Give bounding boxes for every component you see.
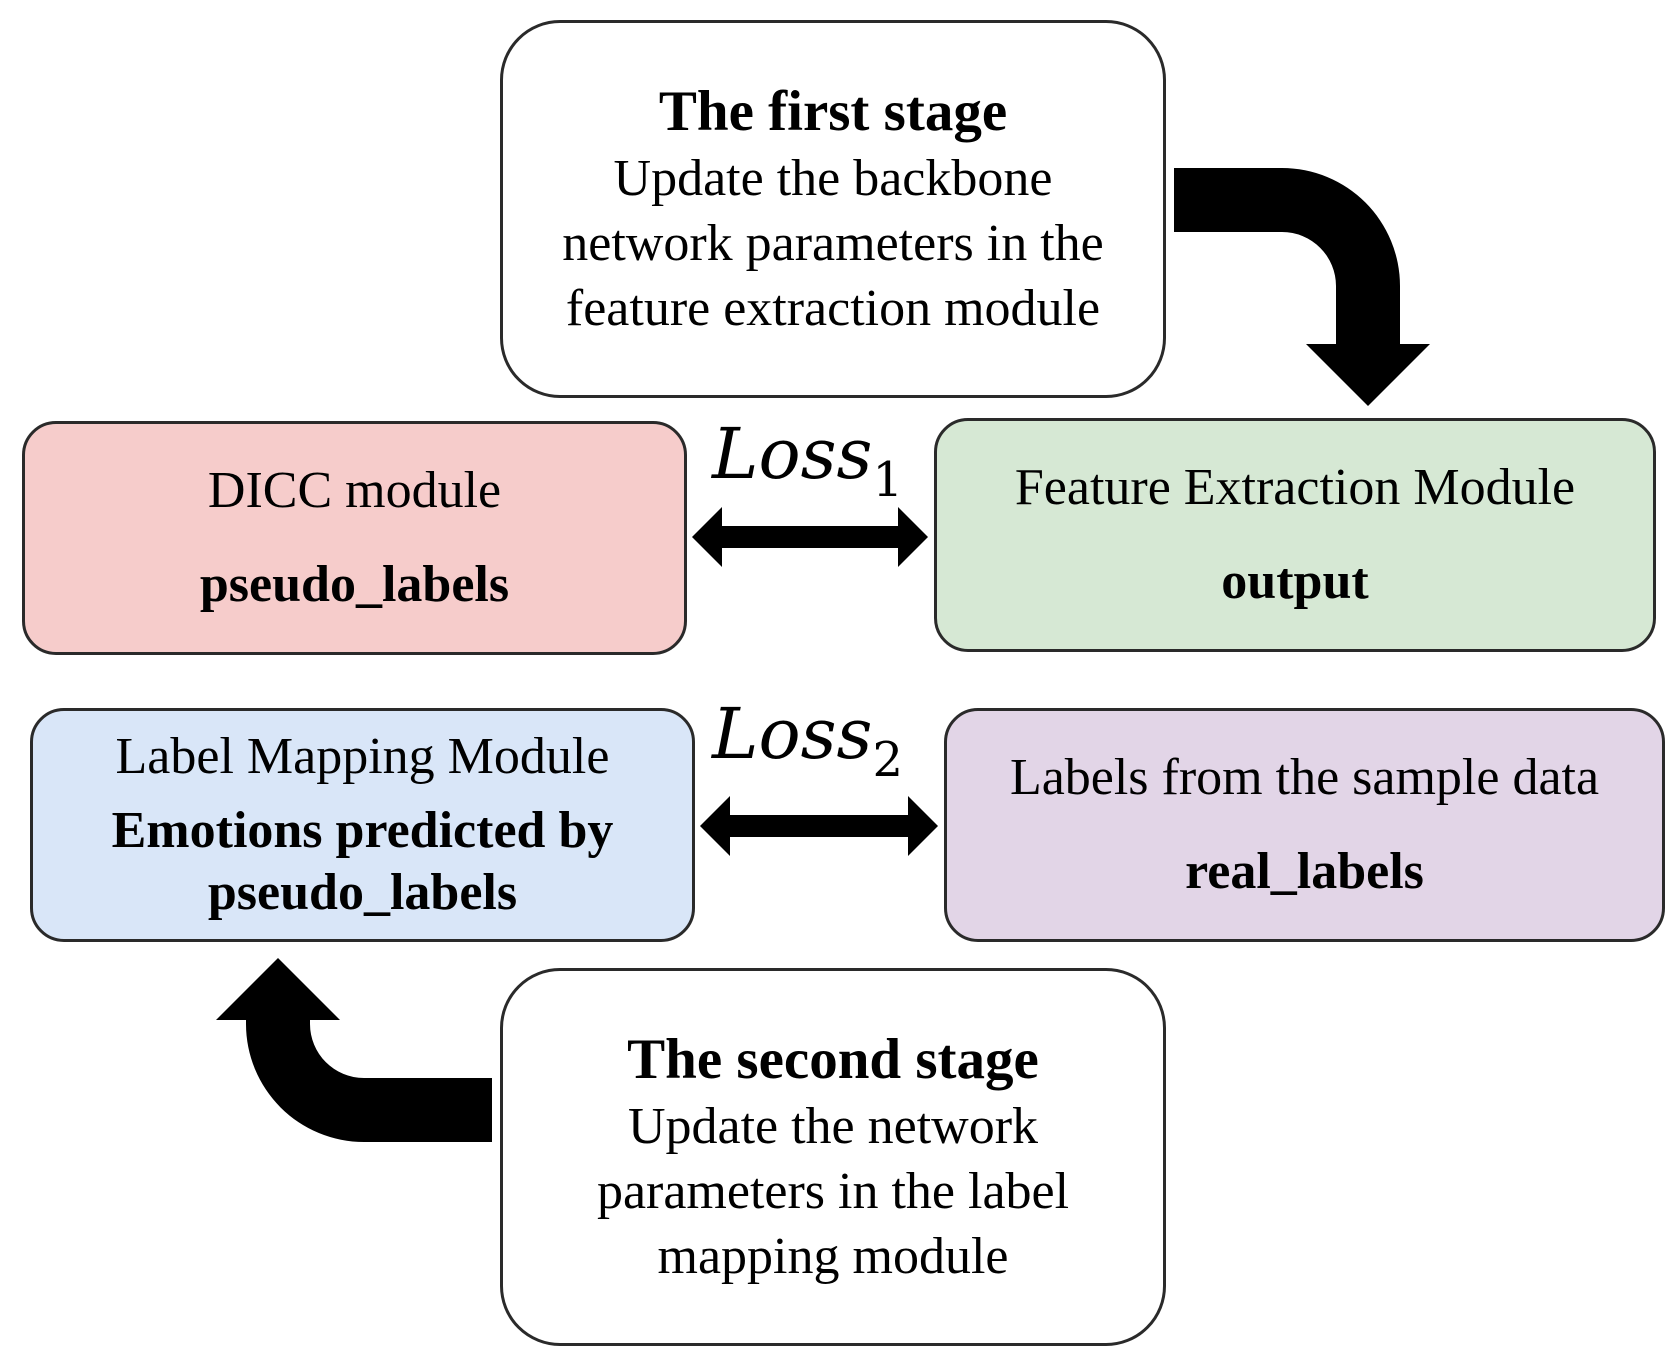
label-mapping-box: Label Mapping Module Emotions predicted … [30,708,695,942]
loss-2-base: Loss [712,693,873,775]
real-labels-title: Labels from the sample data [1009,749,1600,806]
dicc-module-sub: pseudo_labels [199,556,510,613]
curved-arrow-first-stage [1174,168,1430,406]
first-stage-line-2: network parameters in the [562,214,1104,272]
feature-extraction-box: Feature Extraction Module output [934,418,1656,652]
first-stage-box: The first stage Update the backbone netw… [500,20,1166,398]
loss-2-index: 2 [872,732,904,788]
first-stage-line-3: feature extraction module [565,279,1101,337]
label-mapping-title: Label Mapping Module [115,728,610,785]
second-stage-line-2: parameters in the label [596,1162,1070,1220]
double-arrow-loss-2 [700,796,938,856]
loss-1-base: Loss [712,413,873,495]
curved-arrow-second-stage-output [216,958,492,1142]
dicc-module-title: DICC module [207,462,502,519]
second-stage-box: The second stage Update the network para… [500,968,1166,1346]
second-stage-line-3: mapping module [657,1227,1009,1285]
label-mapping-sub-line-1: Emotions predicted by [111,802,614,859]
label-mapping-sub-line-2: pseudo_labels [207,864,518,921]
real-labels-sub: real_labels [1185,843,1424,900]
first-stage-title: The first stage [658,79,1008,143]
second-stage-title: The second stage [627,1027,1039,1091]
feature-extraction-sub: output [1221,553,1369,610]
second-stage-line-1: Update the network [627,1097,1039,1155]
real-labels-box: Labels from the sample data real_labels [944,708,1665,942]
dicc-module-box: DICC module pseudo_labels [22,421,687,655]
loss-2-label: Loss2 [712,694,903,800]
double-arrow-loss-1 [692,507,928,567]
first-stage-line-1: Update the backbone [613,149,1053,207]
feature-extraction-title: Feature Extraction Module [1014,459,1576,516]
loss-1-index: 1 [872,452,904,508]
loss-1-label: Loss1 [712,414,903,520]
